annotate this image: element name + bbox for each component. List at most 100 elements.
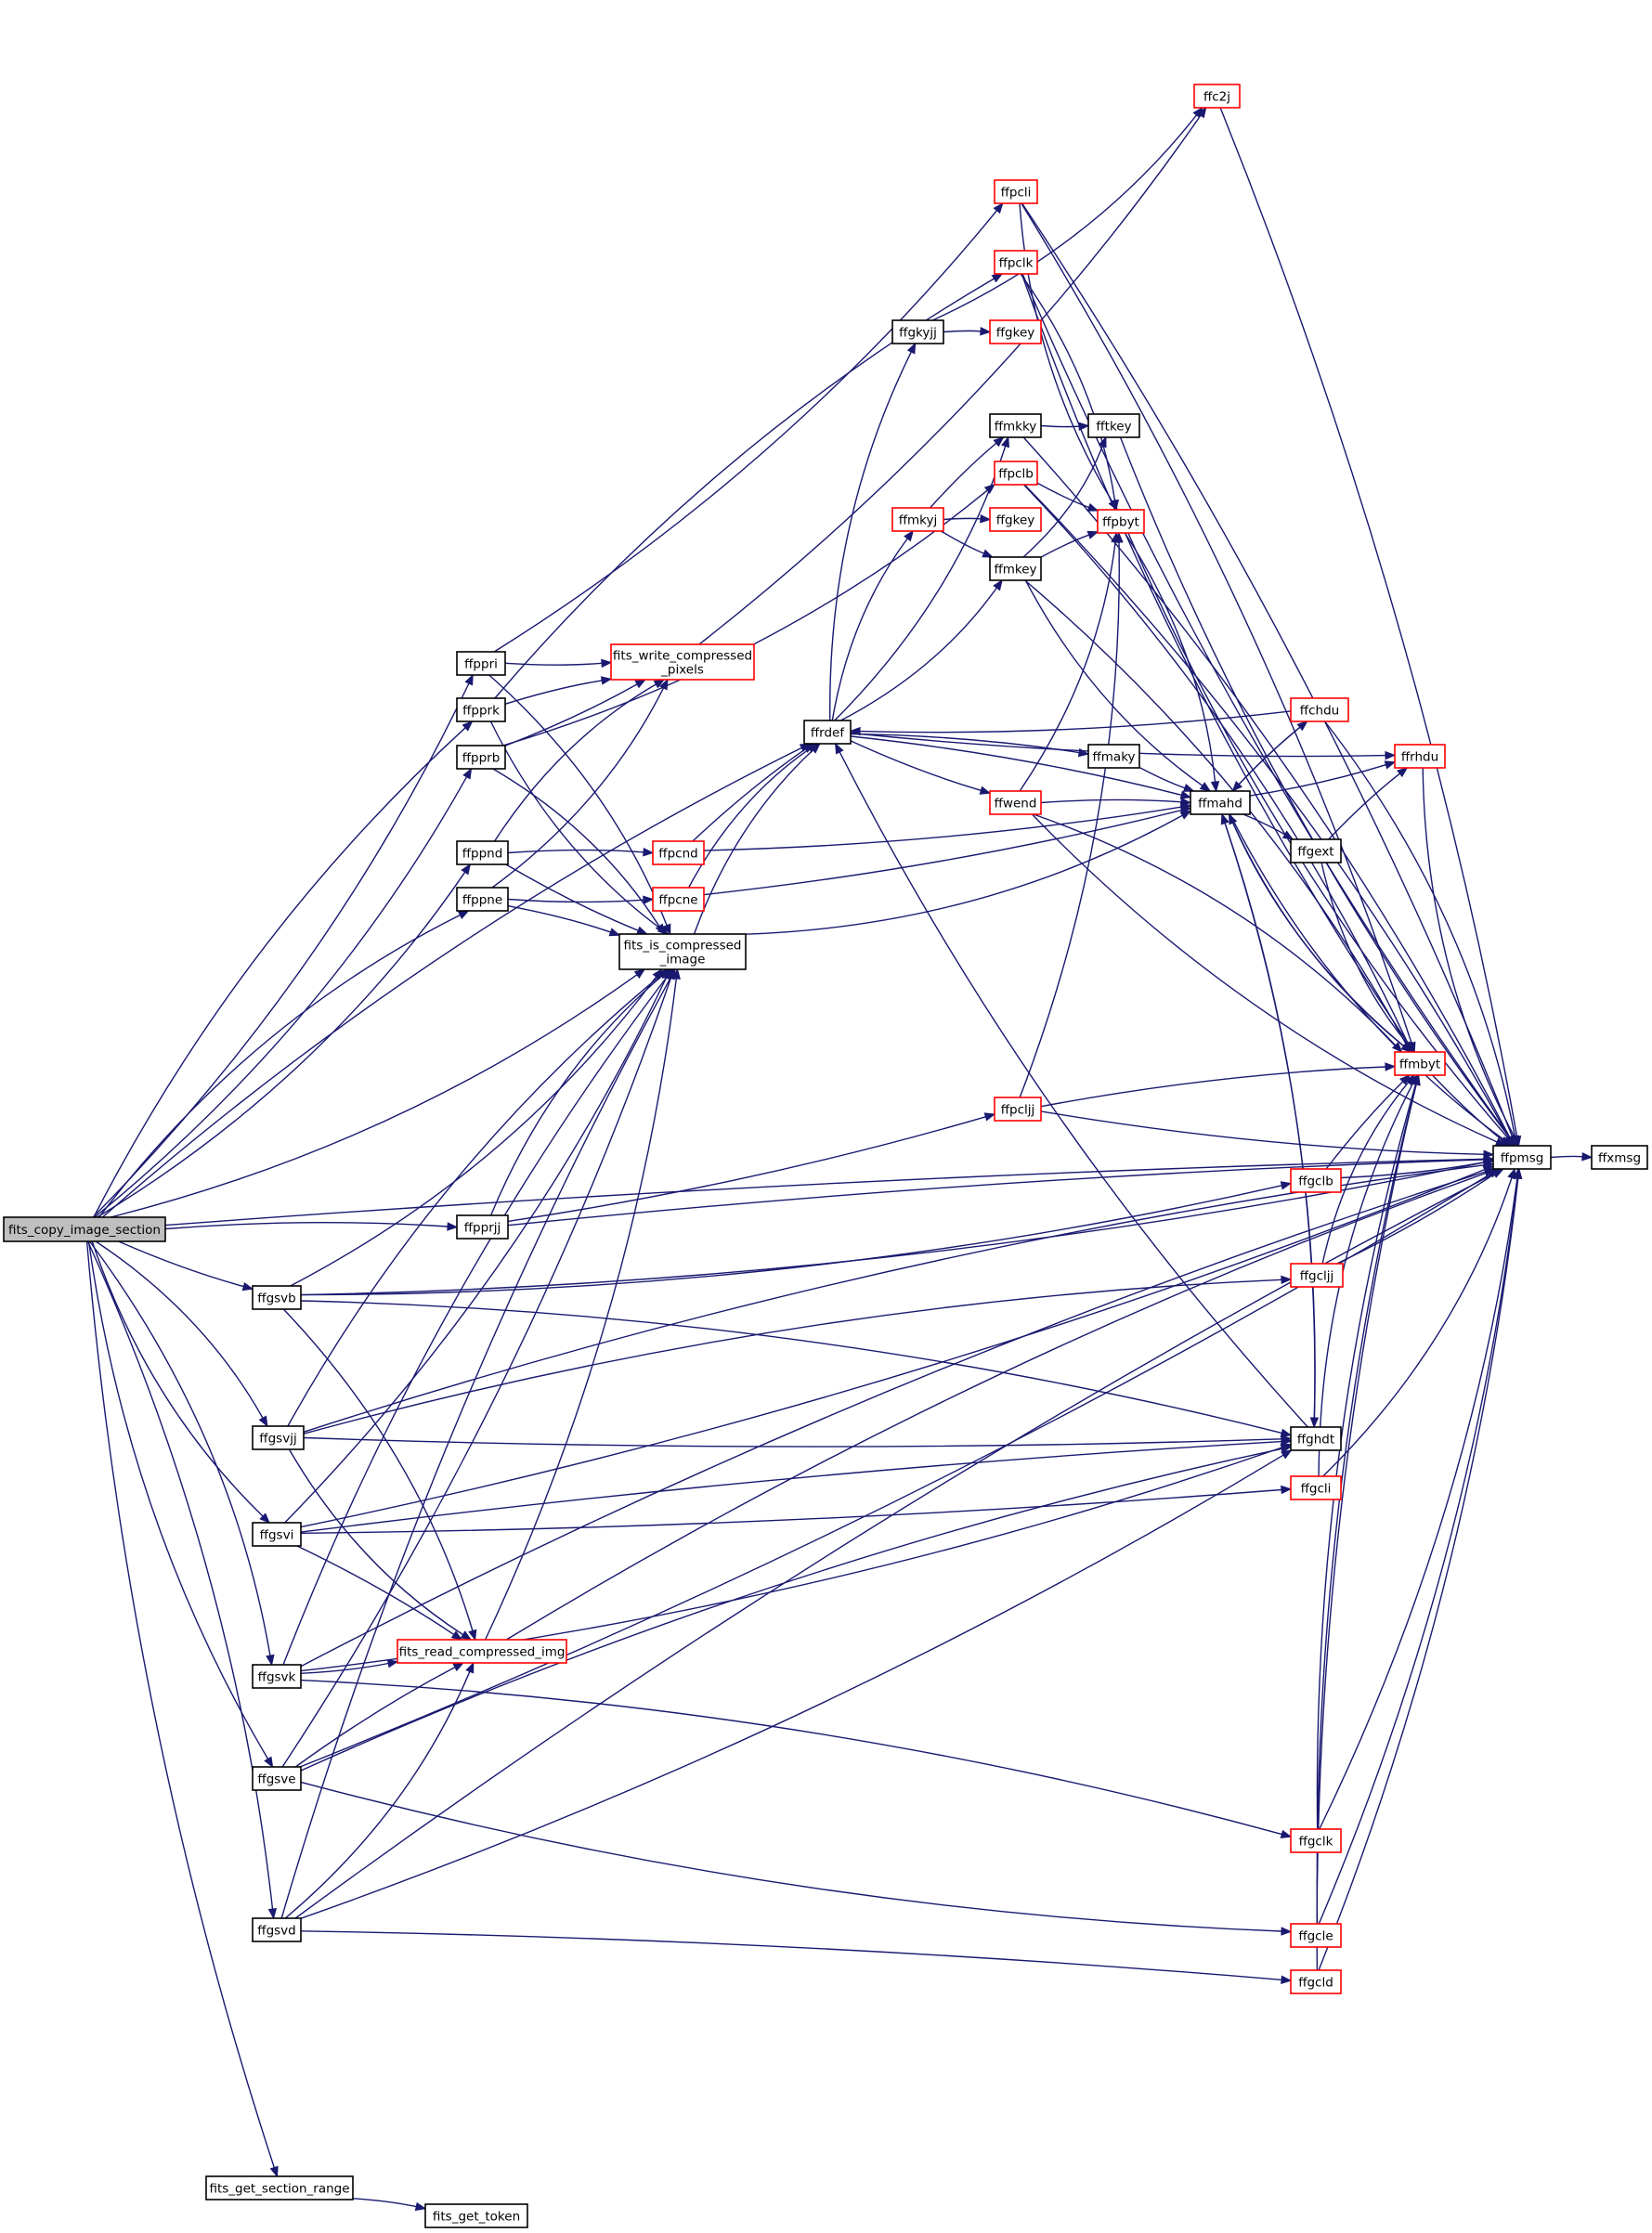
edge-arrowhead: [460, 1630, 473, 1641]
edge-ffgsvjj-to-frci: [288, 1448, 473, 1641]
node-ffmahd[interactable]: ffmahd: [1190, 790, 1251, 815]
edge-line: [489, 974, 664, 1216]
node-ffgclk[interactable]: ffgclk: [1290, 1828, 1342, 1853]
node-ffghdt[interactable]: ffghdt: [1290, 1426, 1342, 1451]
node-box: [1394, 744, 1446, 769]
edge-arrowhead: [904, 529, 915, 542]
node-box: [456, 697, 506, 722]
node-ffgkyjj[interactable]: ffgkyjj: [891, 319, 944, 344]
node-ffgsvi[interactable]: ffgsvi: [252, 1522, 302, 1547]
edge-arrowhead: [659, 678, 669, 691]
node-ffgkey1[interactable]: ffgkey: [989, 319, 1042, 344]
node-ffpcljj[interactable]: ffpcljj: [994, 1097, 1042, 1122]
node-ffgsvb[interactable]: ffgsvb: [252, 1285, 302, 1310]
node-frci[interactable]: fits_read_compressed_img: [397, 1639, 567, 1664]
edge-line: [1224, 823, 1316, 1428]
edge-arrowhead: [266, 1654, 275, 1667]
edge-ffppri-to-fwcp: [504, 658, 613, 669]
node-ffgcli[interactable]: ffgcli: [1290, 1475, 1342, 1500]
node-ffgsvk[interactable]: ffgsvk: [252, 1664, 302, 1689]
node-box: [989, 413, 1042, 438]
node-ffpprjj[interactable]: ffpprjj: [456, 1214, 509, 1240]
node-ffmbyt[interactable]: ffmbyt: [1394, 1051, 1446, 1076]
node-ffwend[interactable]: ffwend: [989, 790, 1042, 815]
node-ffpcnd[interactable]: ffpcnd: [652, 840, 705, 865]
node-ffgsve[interactable]: ffgsve: [252, 1766, 302, 1791]
node-gettoken[interactable]: fits_get_token: [424, 2203, 528, 2228]
node-label: ffmaky: [1092, 750, 1135, 765]
edge-ffrdef-to-ffmkey: [840, 578, 1003, 721]
edge-line: [92, 682, 470, 1218]
edge-arrowhead: [1179, 790, 1192, 799]
node-ffmkky[interactable]: ffmkky: [989, 413, 1042, 438]
node-ffmkyj[interactable]: ffmkyj: [891, 507, 944, 532]
edge-ffgkyjj-to-ffgkey1: [943, 327, 992, 336]
node-fisc[interactable]: fits_is_compressed_image: [618, 933, 747, 970]
edge-line: [1221, 813, 1316, 1419]
edge-line: [943, 517, 982, 521]
node-ffxmsg[interactable]: ffxmsg: [1591, 1145, 1648, 1170]
node-box: [456, 1214, 509, 1240]
edge-line: [118, 1240, 244, 1288]
node-box: [252, 1766, 302, 1791]
edge-line: [1138, 766, 1186, 789]
node-box: [1290, 697, 1349, 722]
node-ffpbyt[interactable]: ffpbyt: [1097, 509, 1145, 534]
node-box: [994, 179, 1038, 204]
node-ffmkey[interactable]: ffmkey: [989, 556, 1042, 581]
node-label: ffpclk: [999, 256, 1034, 271]
node-ffppne[interactable]: ffppne: [456, 887, 509, 912]
node-ffgsvjj[interactable]: ffgsvjj: [252, 1425, 305, 1450]
edge-line: [1022, 484, 1409, 1045]
edge-ffpcnd-to-ffmahd: [703, 802, 1192, 851]
node-ffpclb[interactable]: ffpclb: [994, 461, 1038, 486]
node-ffgclb[interactable]: ffgclb: [1290, 1168, 1342, 1193]
node-ffrdef[interactable]: ffrdef: [803, 720, 852, 745]
node-box: [252, 1425, 305, 1450]
edge-arrowhead: [1507, 1167, 1516, 1180]
node-ffgsvd[interactable]: ffgsvd: [252, 1917, 302, 1942]
node-ffpprk[interactable]: ffpprk: [456, 697, 506, 722]
node-ffpcli[interactable]: ffpcli: [994, 179, 1038, 204]
node-box: [1087, 413, 1140, 438]
node-ffgcle[interactable]: ffgcle: [1290, 1923, 1342, 1948]
node-fftkey[interactable]: fftkey: [1087, 413, 1140, 438]
node-ffpprb[interactable]: ffpprb: [456, 745, 506, 770]
edge-line: [1219, 107, 1518, 1137]
edge-ffgext-to-ffmbyt: [1320, 862, 1415, 1054]
node-ffpcne[interactable]: ffpcne: [652, 887, 705, 912]
node-ffppnd[interactable]: ffppnd: [456, 840, 509, 865]
edge-arrowhead: [414, 2201, 427, 2212]
edge-ffchdu-to-ffmahd: [1231, 721, 1308, 792]
edge-arrowhead: [1499, 1136, 1511, 1147]
node-ffpmsg[interactable]: ffpmsg: [1492, 1145, 1552, 1170]
node-root[interactable]: fits_copy_image_section: [3, 1216, 166, 1242]
node-ffgcljj[interactable]: ffgcljj: [1290, 1263, 1344, 1288]
node-ffgcld[interactable]: ffgcld: [1290, 1969, 1342, 1994]
node-ffgext[interactable]: ffgext: [1290, 838, 1342, 863]
edge-line: [505, 863, 639, 931]
edge-line: [300, 1185, 1282, 1296]
edge-ffppne-to-fwcp: [491, 678, 669, 889]
node-box: [891, 319, 944, 344]
node-ffmaky[interactable]: ffmaky: [1087, 744, 1140, 769]
edge-arrowhead: [450, 1630, 463, 1641]
node-box: [989, 319, 1042, 344]
edge-line: [1019, 202, 1113, 502]
node-ffchdu[interactable]: ffchdu: [1290, 697, 1349, 722]
edge-arrowhead: [1280, 1829, 1293, 1838]
edge-line: [1321, 1082, 1410, 1265]
node-fwcp[interactable]: fits_write_compressed_pixels: [610, 643, 755, 681]
node-box: [1290, 1828, 1342, 1853]
node-ffppri[interactable]: ffppri: [456, 651, 506, 676]
edge-ffgsvk-to-frci: [300, 1658, 399, 1674]
node-getrange[interactable]: fits_get_section_range: [205, 2175, 354, 2201]
edge-line: [1231, 726, 1301, 792]
edge-line: [1325, 1081, 1404, 1170]
node-ffc2j[interactable]: ffc2j: [1193, 84, 1241, 109]
node-ffpclk[interactable]: ffpclk: [994, 250, 1038, 275]
edge-ffmkyj-to-ffmkey: [940, 530, 994, 558]
node-ffrhdu[interactable]: ffrhdu: [1394, 744, 1446, 769]
node-ffgkey2[interactable]: ffgkey: [989, 507, 1042, 532]
edge-arrowhead: [1385, 750, 1397, 760]
